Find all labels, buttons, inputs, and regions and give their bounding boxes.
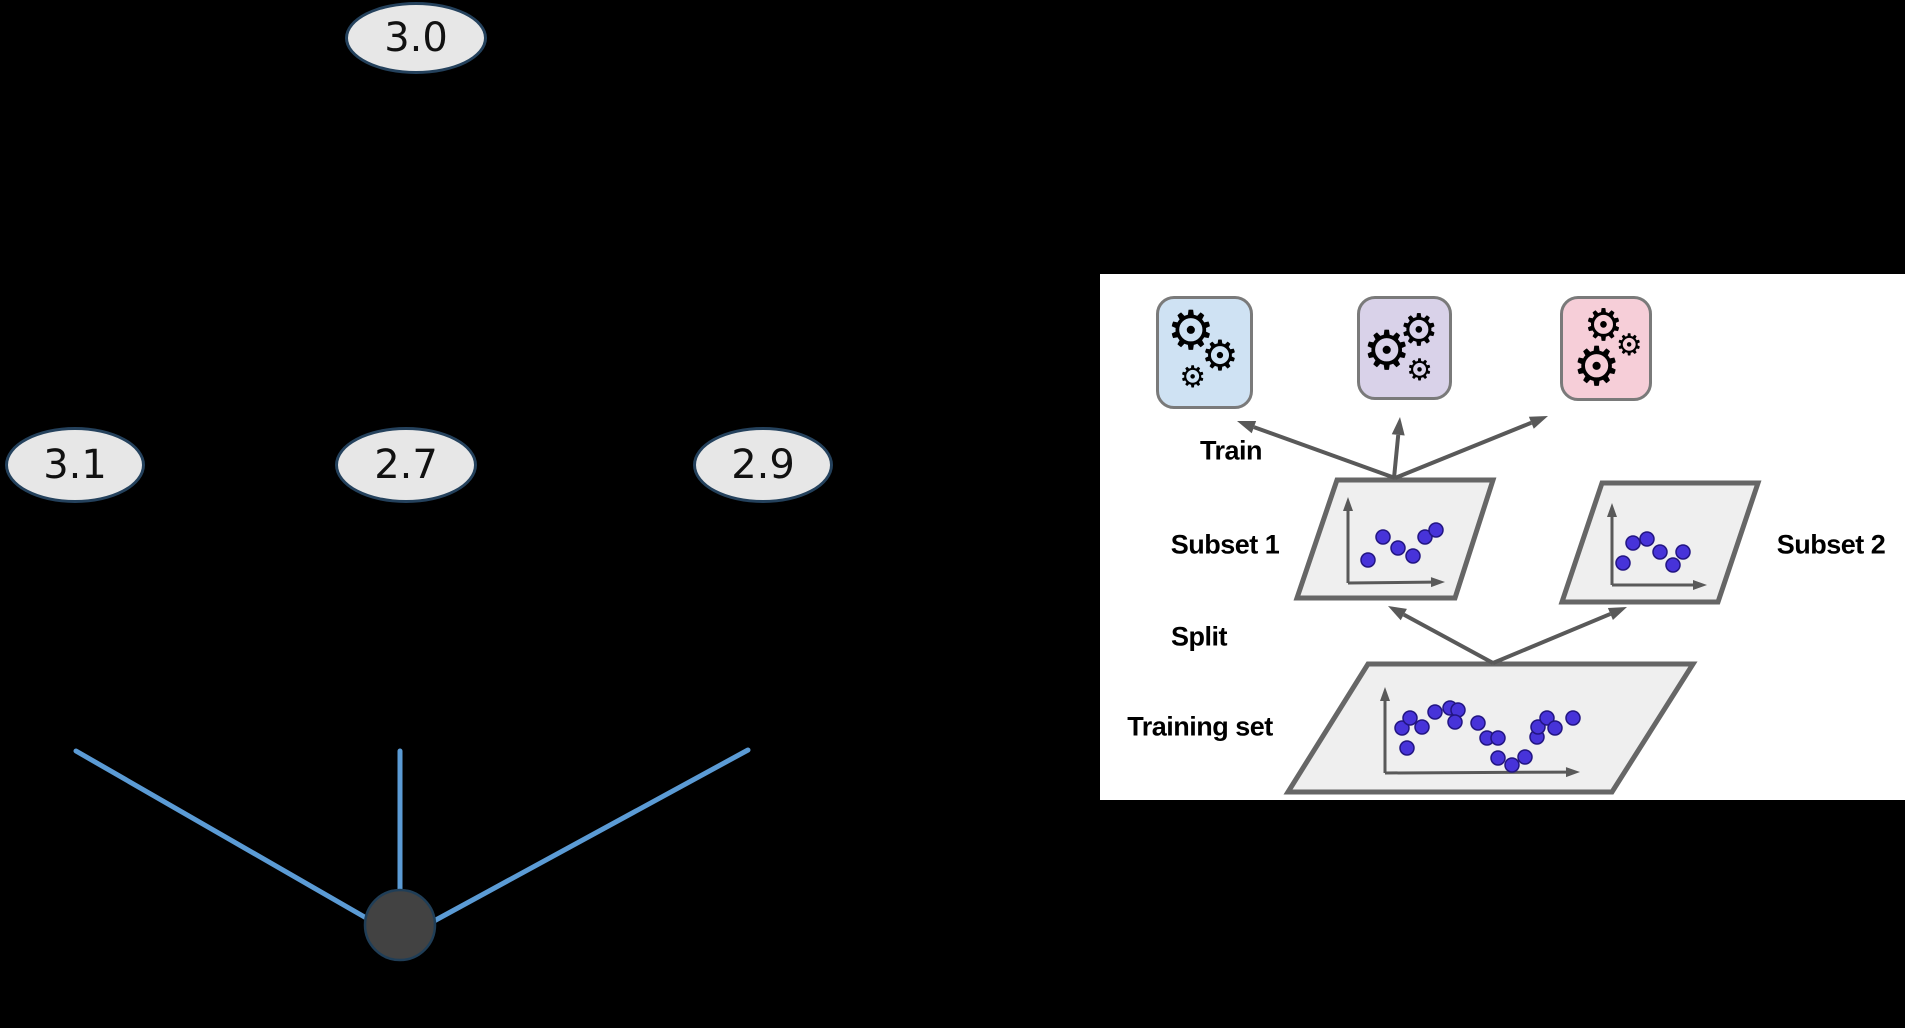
training-chart-data-point bbox=[1402, 710, 1418, 726]
training-chart-y-axis-head bbox=[1380, 687, 1390, 701]
subset1-chart-data-point bbox=[1428, 522, 1444, 538]
training-chart-data-point bbox=[1447, 714, 1463, 730]
subset2-chart-data-point bbox=[1652, 544, 1668, 560]
gear-icon: ⚙ bbox=[1166, 299, 1216, 363]
training-chart-data-point bbox=[1517, 749, 1533, 765]
subset2-label: Subset 2 bbox=[1776, 529, 1886, 560]
subset1-chart-x-axis-head bbox=[1430, 577, 1445, 588]
split-arrow-left-shaft bbox=[1402, 612, 1494, 665]
train-arrow-right-head bbox=[1528, 416, 1548, 429]
subset2-chart-data-point bbox=[1615, 555, 1631, 571]
train-arrow-left-head bbox=[1237, 420, 1257, 434]
split-arrow-right-head bbox=[1607, 607, 1627, 620]
training-plane bbox=[1283, 661, 1698, 795]
subset1-chart-data-point bbox=[1360, 552, 1376, 568]
aggregate-line-3 bbox=[431, 747, 751, 924]
model-box-blue: ⚙⚙⚙ bbox=[1156, 296, 1253, 409]
training-chart-data-point bbox=[1565, 710, 1581, 726]
subset2-chart-data-point bbox=[1625, 535, 1641, 551]
node-prediction-3: 2.9 bbox=[693, 427, 833, 503]
train-arrow-middle-shaft bbox=[1392, 434, 1401, 479]
node-value: 2.7 bbox=[374, 442, 438, 488]
node-value: 3.1 bbox=[43, 442, 107, 488]
training-chart-x-axis-shaft bbox=[1384, 770, 1567, 775]
split-arrow-left-head bbox=[1388, 606, 1407, 621]
node-prediction-1: 3.1 bbox=[5, 427, 145, 503]
subset1-chart-data-point bbox=[1417, 529, 1433, 545]
node-value: 2.9 bbox=[731, 442, 795, 488]
gear-icon: ⚙ bbox=[1406, 352, 1434, 388]
training-chart-data-point bbox=[1414, 719, 1430, 735]
subset2-chart-y-axis-head bbox=[1607, 503, 1617, 517]
train-label: Train bbox=[1199, 435, 1263, 466]
training-chart-data-point bbox=[1399, 740, 1415, 756]
subset1-chart-data-point bbox=[1390, 540, 1406, 556]
model-box-purple: ⚙⚙⚙ bbox=[1357, 296, 1452, 400]
training-chart-data-point bbox=[1539, 710, 1555, 726]
aggregate-line-1 bbox=[73, 748, 371, 922]
training-chart-data-point bbox=[1504, 757, 1520, 773]
gear-icon: ⚙ bbox=[1362, 318, 1411, 382]
gear-icon: ⚙ bbox=[1583, 299, 1624, 351]
subset2-chart-data-point bbox=[1665, 557, 1681, 573]
gear-icon: ⚙ bbox=[1179, 360, 1207, 396]
training-chart-x-axis-head bbox=[1565, 767, 1580, 778]
subset2-chart-data-point bbox=[1639, 531, 1655, 547]
subset1-chart-data-point bbox=[1405, 548, 1421, 564]
gear-icon: ⚙ bbox=[1201, 330, 1239, 380]
train-arrow-left-shaft bbox=[1253, 425, 1396, 480]
subset1-chart-data-point bbox=[1375, 529, 1391, 545]
training-chart-data-point bbox=[1427, 704, 1443, 720]
train-arrow-right-shaft bbox=[1394, 420, 1533, 480]
subset1-chart-y-axis-head bbox=[1343, 497, 1353, 511]
training-chart-data-point bbox=[1470, 715, 1486, 731]
subset1-chart-x-axis-shaft bbox=[1347, 580, 1432, 585]
train-arrow-middle-head bbox=[1391, 417, 1405, 436]
node-value: 3.0 bbox=[384, 15, 448, 61]
subset2-chart-data-point bbox=[1675, 544, 1691, 560]
training-chart-data-point bbox=[1394, 720, 1410, 736]
subset2-chart-x-axis-head bbox=[1693, 580, 1707, 590]
training-set-label: Training set bbox=[1127, 711, 1273, 742]
split-arrow-right-shaft bbox=[1492, 612, 1612, 665]
training-chart-data-point bbox=[1490, 730, 1506, 746]
training-chart-data-point bbox=[1547, 720, 1563, 736]
model-box-pink: ⚙⚙⚙ bbox=[1560, 296, 1652, 401]
gear-icon: ⚙ bbox=[1399, 305, 1439, 357]
node-ensemble-prediction: 3.0 bbox=[345, 2, 487, 74]
gear-icon: ⚙ bbox=[1572, 335, 1621, 399]
training-chart-data-point bbox=[1490, 750, 1506, 766]
aggregator-hub bbox=[363, 888, 437, 962]
training-chart-data-point bbox=[1530, 719, 1546, 735]
node-prediction-2: 2.7 bbox=[335, 427, 477, 503]
gear-icon: ⚙ bbox=[1615, 327, 1643, 363]
subset1-label: Subset 1 bbox=[1170, 529, 1280, 560]
split-label: Split bbox=[1171, 621, 1228, 652]
subset1-plane bbox=[1293, 477, 1497, 601]
